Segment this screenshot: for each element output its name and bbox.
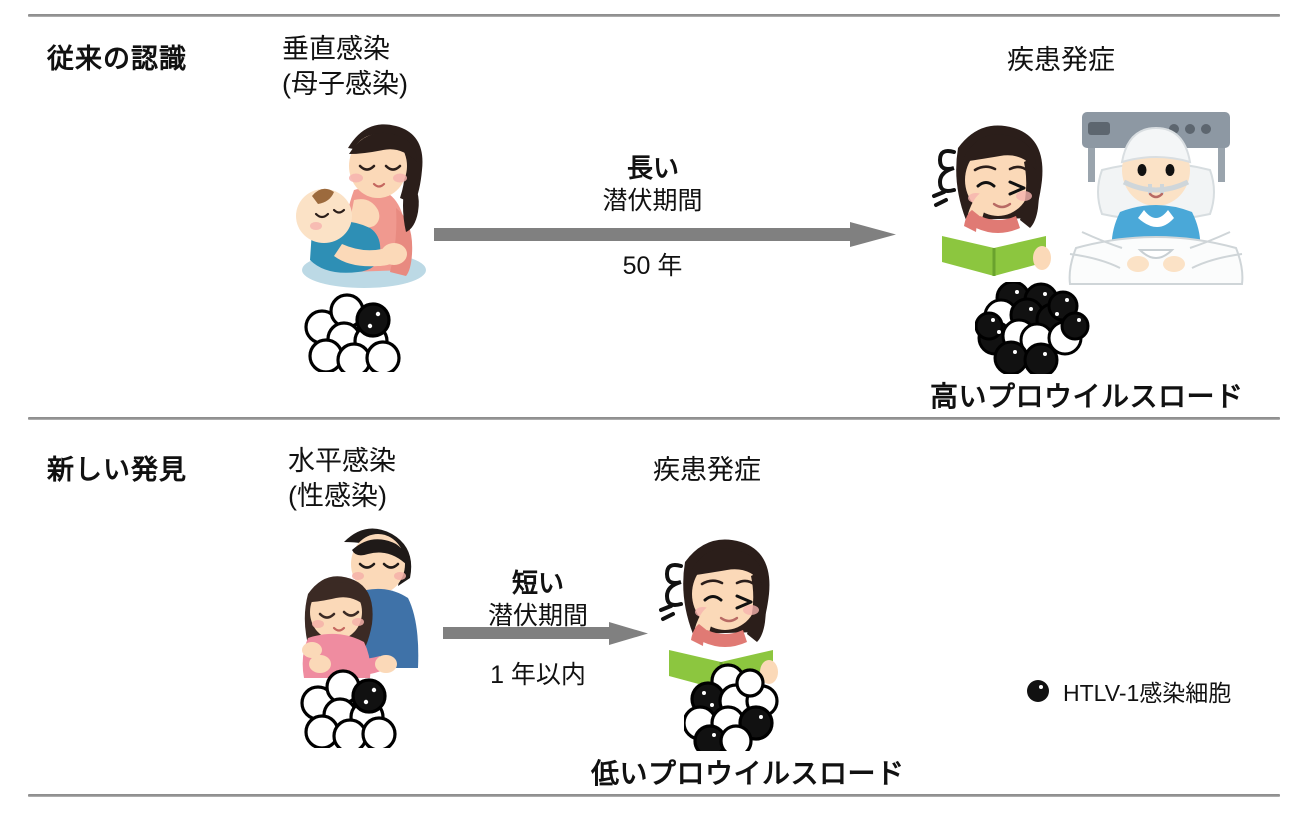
transmission-route-vertical: 垂直感染 (母子感染) <box>282 32 408 101</box>
legend: HTLV-1感染細胞 <box>1027 674 1231 708</box>
cell-cluster-source-vertical <box>300 292 410 372</box>
divider-bottom <box>28 794 1280 797</box>
onset-title-conventional: 疾患発症 <box>1007 45 1115 75</box>
cell-cluster-source-horizontal <box>296 668 406 748</box>
proviral-load-label-high: 高いプロウイルスロード <box>930 381 1244 412</box>
divider-top <box>28 14 1280 17</box>
tired-girl-reading-illustration-conventional <box>918 108 1068 276</box>
couple-embracing-illustration <box>278 518 438 678</box>
transmission-route-horizontal: 水平感染 (性感染) <box>288 444 396 513</box>
divider-middle <box>28 417 1280 420</box>
panel-title-new-finding: 新しい発見 <box>47 455 187 485</box>
infected-cell-icon <box>1027 680 1049 702</box>
legend-label: HTLV-1感染細胞 <box>1063 680 1232 706</box>
route-line-2: (性感染) <box>288 480 387 511</box>
panel-title-conventional: 従来の認識 <box>47 44 187 74</box>
latency-duration-conventional: 50 年 <box>622 252 683 280</box>
latency-duration-new-finding: 1 年以内 <box>490 661 586 689</box>
proviral-load-label-low: 低いプロウイルスロード <box>591 758 905 789</box>
latency-label-new-finding: 潜伏期間 <box>487 602 588 630</box>
latency-arrow-conventional <box>434 222 896 248</box>
latency-emphasis-conventional: 長い <box>626 153 679 183</box>
latency-arrow-new-finding <box>443 622 648 646</box>
onset-title-new-finding: 疾患発症 <box>653 455 761 485</box>
route-line-1: 水平感染 <box>288 446 396 476</box>
cell-cluster-low-proviral-load <box>684 663 794 751</box>
latency-label-conventional: 潜伏期間 <box>602 187 703 215</box>
mother-breastfeeding-baby-illustration <box>276 104 446 289</box>
cell-cluster-high-proviral-load <box>975 282 1097 374</box>
route-line-2: (母子感染) <box>282 68 408 99</box>
latency-emphasis-new-finding: 短い <box>511 568 564 598</box>
elderly-patient-hospital-bed-illustration <box>1058 104 1254 285</box>
route-line-1: 垂直感染 <box>282 34 390 64</box>
